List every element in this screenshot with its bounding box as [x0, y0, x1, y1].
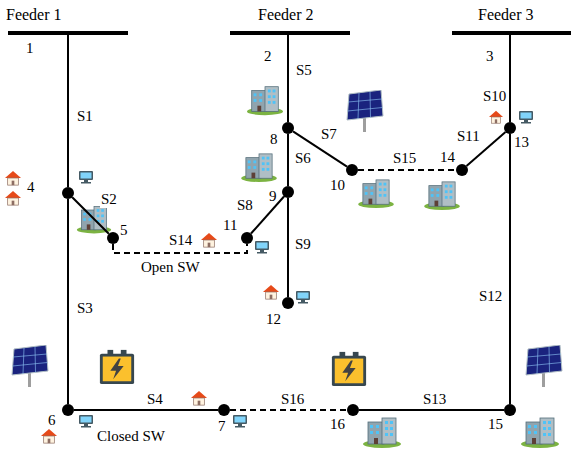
bus-node: 4	[62, 187, 74, 199]
bus-node: 11	[241, 232, 253, 244]
switch-label: S1	[76, 108, 94, 125]
bus-number: 11	[223, 217, 237, 234]
switch-label: S2	[100, 191, 118, 208]
switch-state-label: Open SW	[140, 259, 201, 276]
bus-number: 3	[486, 48, 494, 65]
tie-line	[230, 409, 347, 411]
feeder-name: Feeder 2	[258, 6, 314, 23]
feeder-bus: Feeder 11	[8, 31, 128, 35]
bus-node: 13	[504, 122, 516, 134]
switch-label: S3	[76, 300, 94, 317]
feeder-line	[509, 35, 511, 122]
switch-label: S10	[482, 88, 507, 105]
bus-number: 15	[488, 416, 503, 433]
bus-node: 9	[282, 186, 294, 198]
feeder-line	[67, 35, 69, 187]
bus-node: 5	[107, 232, 119, 244]
bus-number: 13	[514, 134, 529, 151]
bus-node: 16	[347, 404, 359, 416]
bus-node: 8	[282, 122, 294, 134]
switch-label: S15	[392, 150, 417, 167]
switch-label: S12	[478, 288, 503, 305]
switch-label: S16	[280, 391, 305, 408]
switch-state-label: Closed SW	[96, 428, 166, 445]
switch-label: S7	[320, 126, 338, 143]
feeder-bus: Feeder 33	[452, 31, 571, 35]
feeder-line	[287, 134, 289, 186]
feeder-line	[287, 198, 289, 297]
bus-number: 5	[120, 222, 128, 239]
bus-number: 4	[27, 179, 35, 196]
switch-label: S9	[294, 236, 312, 253]
feeder-line	[287, 35, 289, 122]
bus-number: 8	[270, 131, 278, 148]
bus-node: 7	[218, 404, 230, 416]
feeder-line	[251, 197, 284, 234]
feeder-name: Feeder 1	[6, 6, 62, 23]
bus-number: 1	[26, 40, 34, 57]
switch-label: S8	[236, 197, 254, 214]
switch-label: S5	[295, 62, 313, 79]
switch-label: S13	[422, 391, 447, 408]
feeder-line	[359, 409, 504, 411]
bus-node: 15	[504, 404, 516, 416]
switch-label: S6	[294, 150, 312, 167]
tie-line	[358, 169, 456, 171]
feeder-line	[67, 199, 69, 404]
switch-label: S4	[146, 391, 164, 408]
switch-label: S14	[168, 232, 193, 249]
feeder-bus: Feeder 22	[230, 31, 350, 35]
bus-node: 12	[282, 297, 294, 309]
bus-node: 10	[346, 164, 358, 176]
feeder-name: Feeder 3	[478, 6, 534, 23]
bus-number: 12	[266, 311, 281, 328]
bus-node: 14	[456, 164, 468, 176]
bus-number: 7	[218, 418, 226, 435]
bus-number: 14	[440, 149, 455, 166]
switch-label: S11	[456, 128, 481, 145]
bus-node: 6	[62, 404, 74, 416]
bus-number: 16	[330, 416, 345, 433]
prosumer-icons	[5, 87, 562, 448]
bus-number: 6	[48, 412, 56, 429]
feeder-line	[74, 409, 218, 411]
bus-number: 9	[269, 188, 277, 205]
feeder-line	[509, 134, 511, 404]
bus-number: 2	[264, 48, 272, 65]
bus-number: 10	[330, 177, 345, 194]
